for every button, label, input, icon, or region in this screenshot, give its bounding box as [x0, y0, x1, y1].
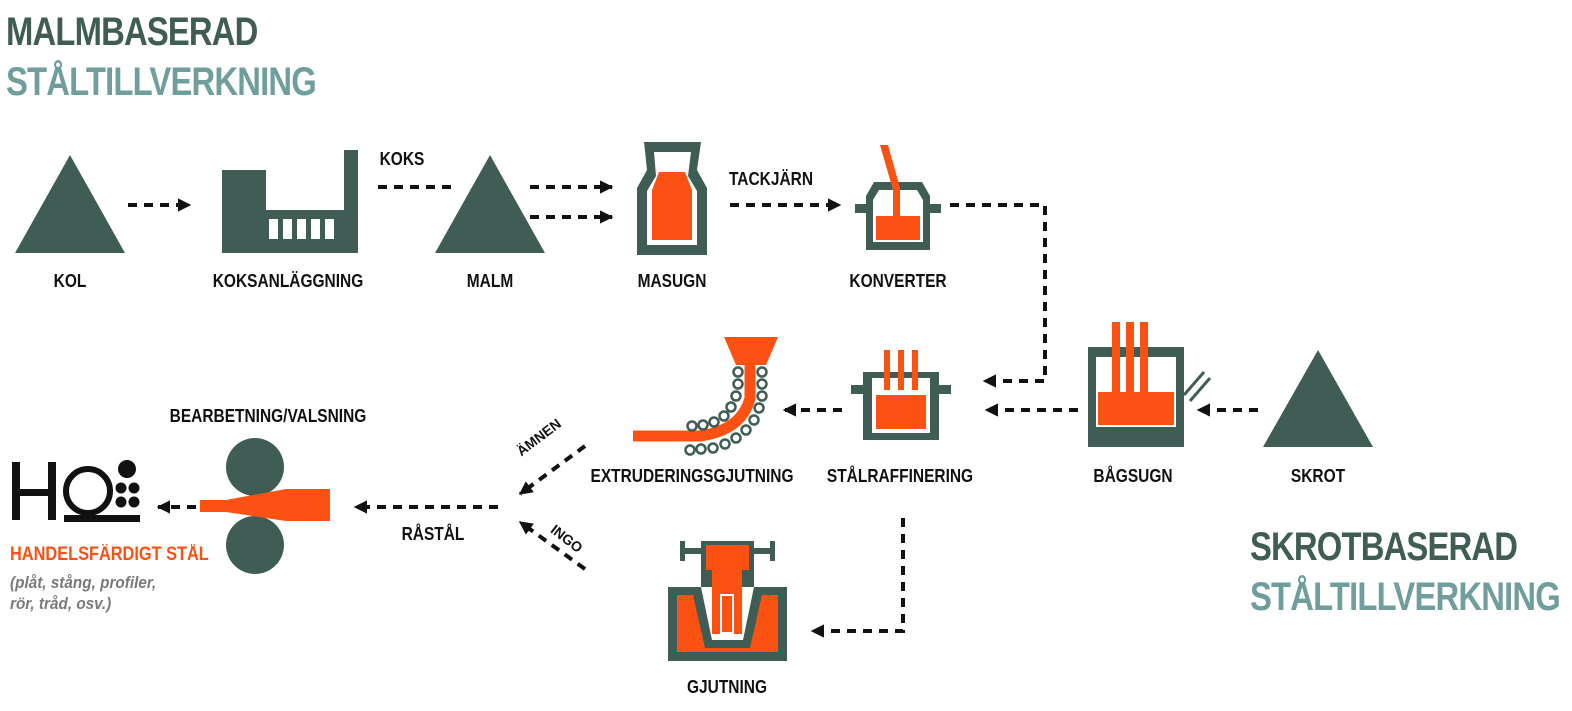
product-desc-line1: (plåt, stång, profiler,	[10, 573, 157, 592]
label-gjutning: GJUTNING	[687, 677, 767, 697]
label-extruderingsgjutning: EXTRUDERINGSGJUTNING	[590, 466, 794, 486]
arrow-amnen	[518, 444, 587, 496]
label-malm: MALM	[466, 271, 514, 291]
edge-label-tackjarn: TACKJÄRN	[729, 169, 813, 189]
rolling-mill-icon	[200, 438, 330, 574]
label-masugn: MASUGN	[637, 271, 707, 291]
kol-triangle-icon	[15, 155, 125, 253]
label-kol: KOL	[53, 271, 87, 291]
label-konverter: KONVERTER	[849, 271, 947, 291]
label-bagsugn: BÅGSUGN	[1093, 466, 1173, 486]
skrot-triangle-icon	[1263, 350, 1373, 447]
scrap-heading-line2: STÅLTILLVERKNING	[1250, 575, 1561, 619]
edge-label-ramstal: RÅSTÅL	[401, 524, 465, 544]
label-bearbetning: BEARBETNING/VALSNING	[169, 406, 367, 426]
koksanlaggning-factory-icon	[222, 150, 358, 253]
stalraffinering-icon	[851, 350, 951, 440]
konverter-icon	[855, 145, 941, 250]
product-desc-line2: rör, tråd, osv.)	[10, 594, 112, 613]
flow-arrows	[128, 180, 1258, 638]
steel-products-icon	[12, 460, 140, 522]
bagsugn-icon	[1088, 322, 1212, 447]
label-skrot: SKROT	[1290, 466, 1346, 486]
arrow-raffinering-gjutning	[810, 518, 905, 638]
masugn-furnace-icon	[637, 142, 707, 255]
malm-triangle-icon	[435, 155, 545, 253]
ore-heading-line1: MALMBASERAD	[6, 10, 258, 54]
label-stalraffinering: STÅLRAFFINERING	[826, 466, 974, 486]
label-koksanlaggning: KOKSANLÄGGNING	[212, 271, 364, 291]
extrusion-casting-icon	[633, 337, 778, 456]
arrow-ingo	[518, 520, 587, 571]
edge-label-koks: KOKS	[379, 149, 425, 169]
scrap-heading-line1: SKROTBASERAD	[1250, 525, 1518, 569]
product-title: HANDELSFÄRDIGT STÅL	[10, 544, 209, 565]
ore-heading-line2: STÅLTILLVERKNING	[6, 60, 317, 104]
arrow-konverter-raffinering	[950, 203, 1047, 388]
casting-mold-icon	[668, 541, 787, 661]
